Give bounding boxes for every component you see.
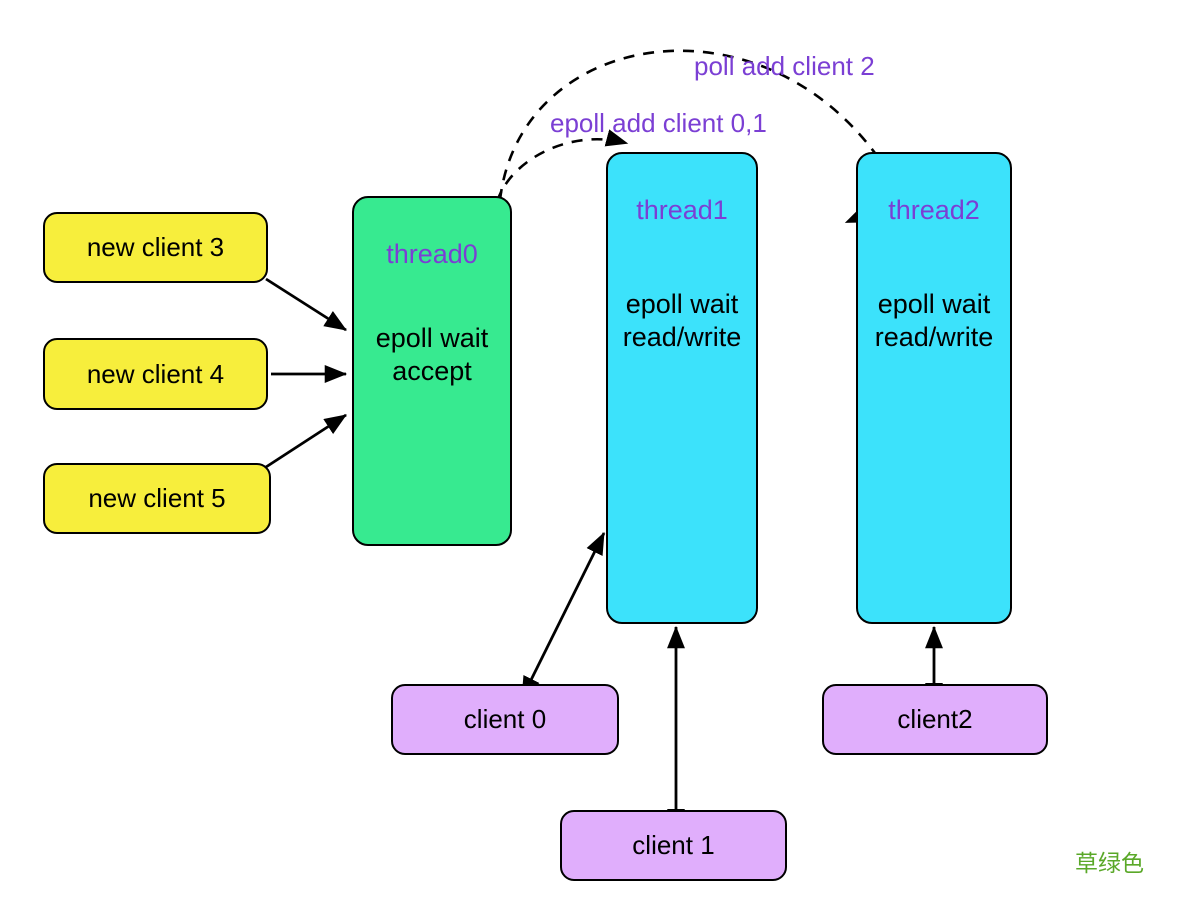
- edge-label-poll-add-client-2: poll add client 2: [694, 51, 875, 81]
- node-new-client-3-label: new client 3: [86, 232, 225, 262]
- node-client-1[interactable]: client 1: [560, 810, 787, 881]
- node-new-client-4-label: new client 4: [86, 358, 225, 389]
- node-thread2-title: thread2: [888, 195, 980, 225]
- node-thread0-body: epoll wait accept: [375, 322, 489, 386]
- node-thread2[interactable]: thread2 epoll wait read/write: [856, 152, 1012, 624]
- edge-label-epoll-add-client-0-1: epoll add client 0,1: [550, 108, 767, 138]
- node-new-client-5-label: new client 5: [88, 483, 226, 513]
- node-client-0[interactable]: client 0: [391, 684, 619, 755]
- node-client-1-label: client 1: [632, 830, 715, 860]
- edge-new-client-5-to-thread0: [265, 413, 347, 469]
- edge-thread1-client0: [521, 531, 606, 700]
- node-thread0[interactable]: thread0 epoll wait accept: [352, 196, 512, 546]
- node-client-2-label: client2: [897, 704, 973, 734]
- watermark-text: 草绿色: [1075, 850, 1144, 876]
- node-client-2[interactable]: client2: [822, 684, 1048, 755]
- node-new-client-5[interactable]: new client 5: [43, 463, 271, 534]
- node-thread1-body: epoll wait read/write: [622, 288, 742, 352]
- node-client-0-label: client 0: [463, 704, 547, 734]
- node-thread1[interactable]: thread1 epoll wait read/write: [606, 152, 758, 624]
- edge-new-client-3-to-thread0: [265, 277, 347, 332]
- node-new-client-4[interactable]: new client 4: [43, 338, 268, 410]
- node-thread2-body: epoll wait read/write: [874, 288, 994, 352]
- node-thread0-title: thread0: [386, 239, 478, 269]
- node-thread1-title: thread1: [636, 195, 728, 225]
- node-new-client-3[interactable]: new client 3: [43, 212, 268, 283]
